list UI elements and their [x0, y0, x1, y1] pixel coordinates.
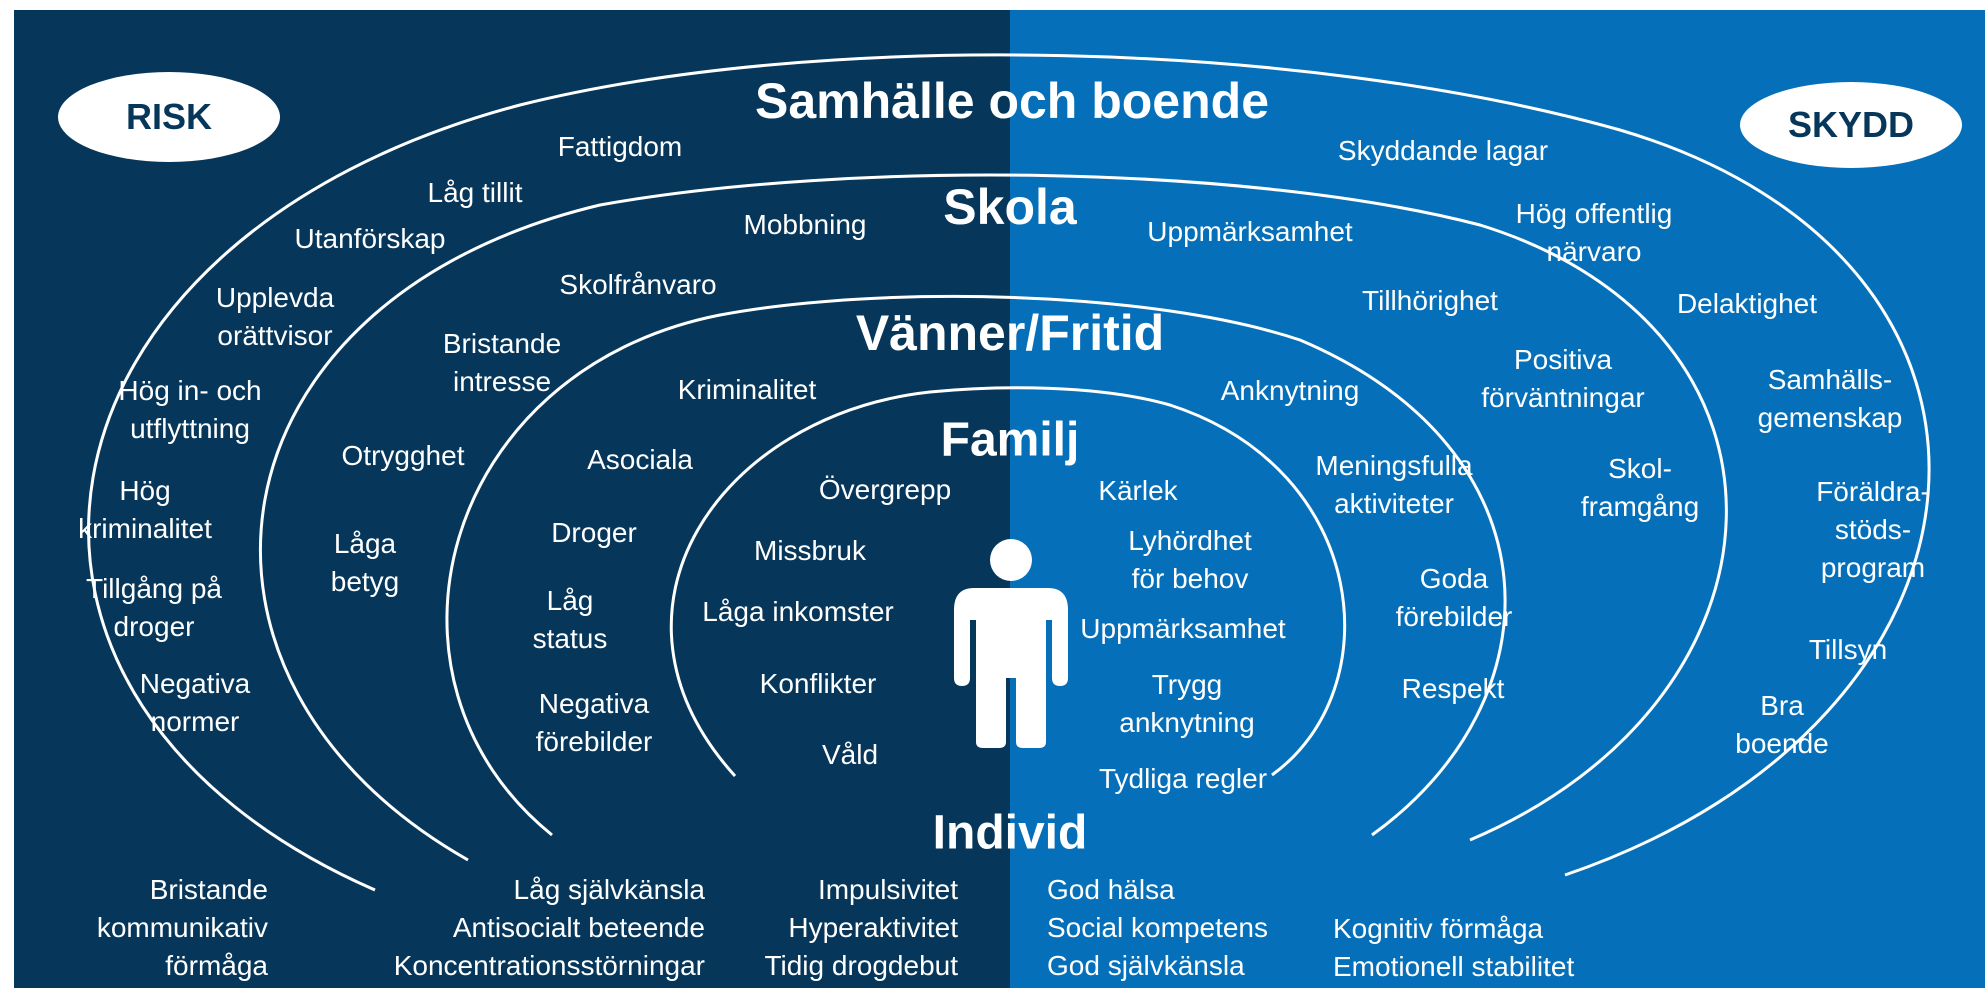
protect-family-label: Trygg anknytning	[1119, 669, 1255, 738]
risk-society-label: Fattigdom	[557, 131, 683, 162]
friends-arc	[445, 294, 1507, 837]
risk-family-label: Konflikter	[759, 668, 877, 699]
risk-school-label: Otrygghet	[341, 440, 465, 471]
protect-school-label: Skol- framgång	[1580, 453, 1700, 522]
risk-school-label: Mobbning	[743, 209, 867, 240]
risk-panel	[14, 10, 1010, 988]
layer-title-school: Skola	[943, 179, 1077, 235]
risk-society-label: Hög in- och utflyttning	[118, 375, 262, 444]
risk-society-label: Hög kriminalitet	[78, 475, 212, 544]
protect-school-label: Positiva förväntningar	[1481, 344, 1645, 413]
risk-school-label: Skolfrånvaro	[559, 269, 717, 300]
family-arc	[669, 386, 1347, 778]
protect-family-label: Lyhördhet för behov	[1128, 525, 1252, 594]
layer-title-friends: Vänner/Fritid	[855, 305, 1165, 361]
protect-society-label: Samhälls- gemenskap	[1757, 364, 1903, 433]
protect-badge: SKYDD	[1740, 82, 1962, 168]
risk-society-label: Utanförskap	[294, 223, 446, 254]
school-arc	[259, 173, 1728, 862]
protect-society-label: Bra boende	[1735, 690, 1829, 759]
protect-family-label: Kärlek	[1098, 475, 1178, 506]
risk-family-label: Missbruk	[753, 535, 867, 566]
risk-family-label: Låga inkomster	[702, 596, 894, 627]
risk-school-label: Låga betyg	[330, 528, 400, 597]
risk-society-label: Negativa normer	[139, 668, 251, 737]
risk-school-label: Bristande intresse	[442, 328, 562, 397]
protect-school-label: Uppmärksamhet	[1147, 216, 1353, 247]
protect-badge-label: SKYDD	[1787, 104, 1915, 145]
protect-family-label: Uppmärksamhet	[1080, 613, 1286, 644]
protect-individual-label: God hälsa Social kompetens God självkäns…	[1047, 874, 1269, 981]
protect-friends-label: Meningsfulla aktiviteter	[1315, 450, 1473, 519]
risk-friends-label: Kriminalitet	[677, 374, 817, 405]
risk-friends-label: Låg status	[532, 585, 608, 654]
protect-society-label: Tillsyn	[1808, 634, 1888, 665]
person-icon	[954, 539, 1068, 748]
risk-family-label: Våld	[821, 739, 879, 770]
protect-society-label: Hög offentlig närvaro	[1515, 198, 1673, 267]
risk-individual-label: Bristande kommunikativ förmåga	[96, 874, 268, 981]
risk-family-label: Övergrepp	[818, 474, 952, 505]
protect-friends-label: Anknytning	[1220, 375, 1360, 406]
risk-individual-label: Impulsivitet Hyperaktivitet Tidig drogde…	[764, 874, 958, 981]
protect-society-label: Delaktighet	[1676, 288, 1818, 319]
protect-friends-label: Respekt	[1401, 673, 1505, 704]
layer-title-society: Samhälle och boende	[754, 73, 1270, 129]
risk-individual-label: Låg självkänsla Antisocialt beteende Kon…	[393, 874, 705, 981]
risk-badge-label: RISK	[125, 96, 212, 137]
risk-friends-label: Droger	[551, 517, 637, 548]
protect-society-label: Skyddande lagar	[1337, 135, 1549, 166]
risk-society-label: Upplevda orättvisor	[215, 282, 335, 351]
risk-society-label: Tillgång på droger	[86, 573, 222, 642]
protect-family-label: Tydliga regler	[1098, 763, 1268, 794]
risk-badge: RISK	[58, 72, 280, 162]
protect-society-label: Föräldra- stöds- program	[1816, 476, 1930, 583]
layer-title-individual: Individ	[932, 806, 1088, 860]
protect-individual-label: Kognitiv förmåga Emotionell stabilitet	[1333, 913, 1575, 982]
protect-friends-label: Goda förebilder	[1395, 563, 1513, 632]
protect-panel	[1010, 10, 1985, 988]
layer-title-family: Familj	[940, 413, 1080, 467]
society-arc	[87, 53, 1931, 892]
protect-school-label: Tillhörighet	[1362, 285, 1498, 316]
risk-society-label: Låg tillit	[427, 177, 523, 208]
risk-friends-label: Asociala	[587, 444, 693, 475]
risk-friends-label: Negativa förebilder	[535, 688, 653, 757]
